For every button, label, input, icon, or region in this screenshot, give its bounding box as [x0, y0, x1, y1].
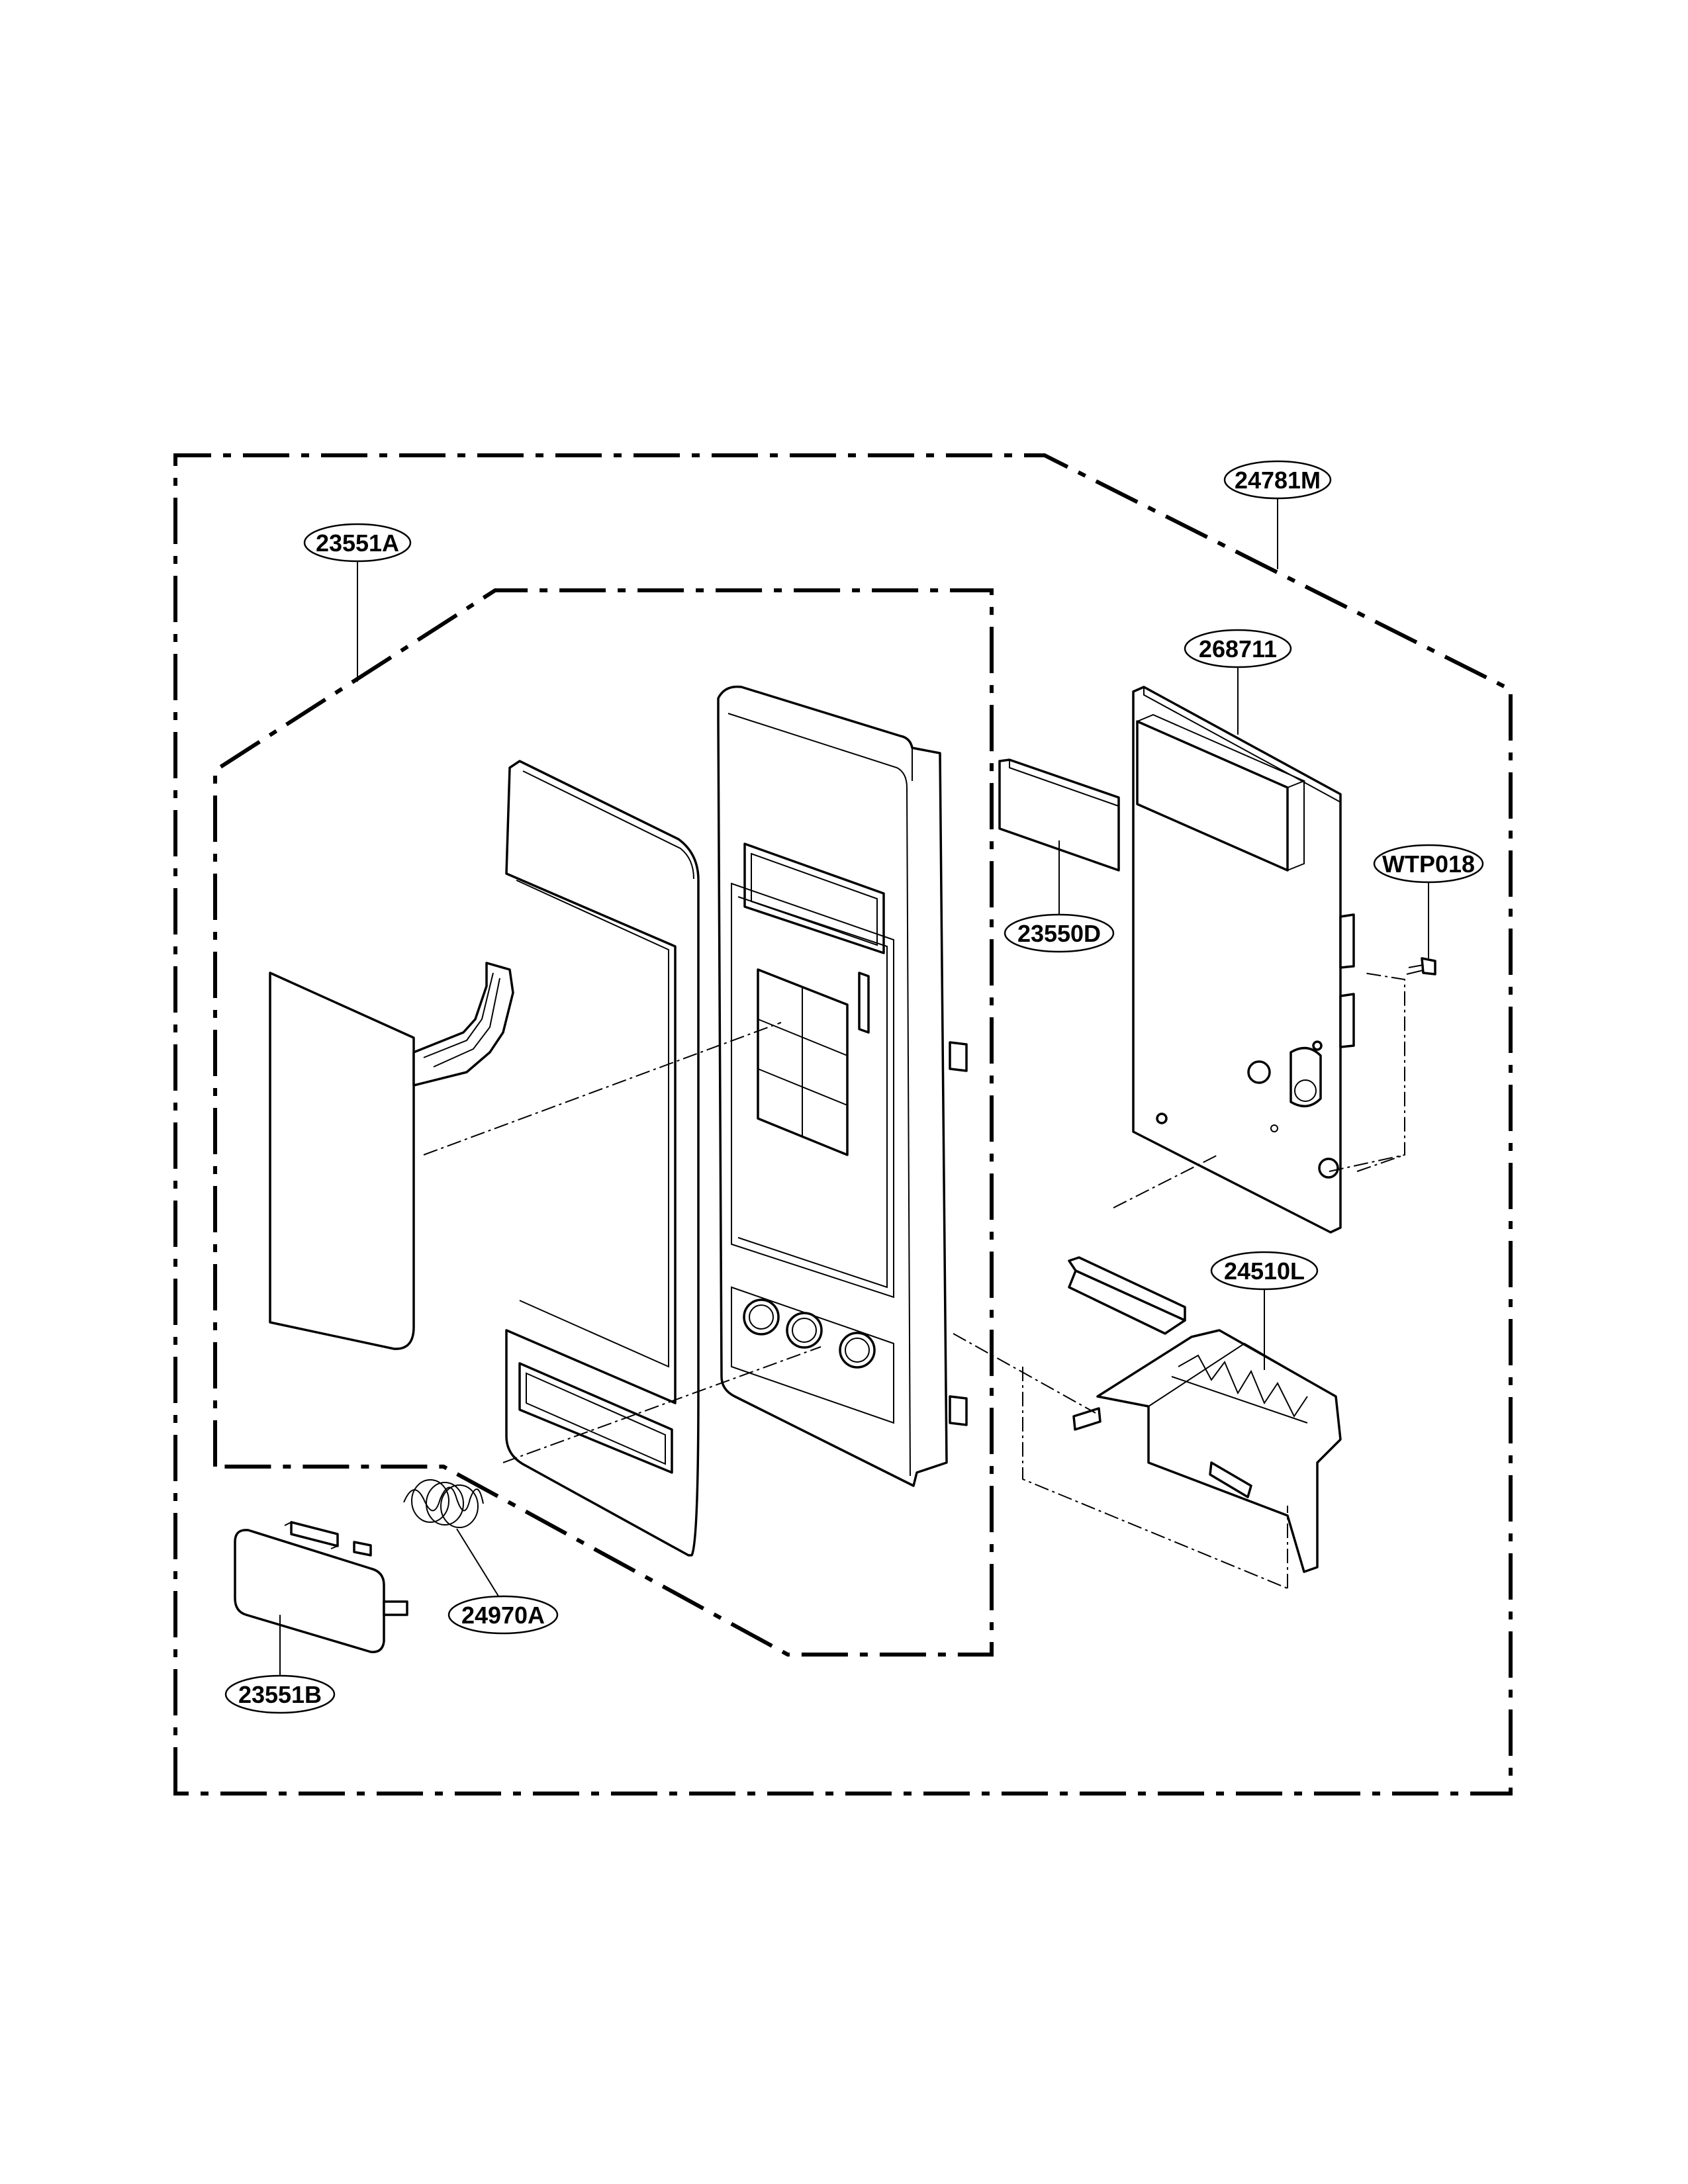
alignment-lines: [423, 972, 1405, 1589]
callout-23550D: 23550D: [1004, 913, 1115, 953]
pcb-board: [1132, 686, 1355, 1234]
label-23551B: 23551B: [238, 1681, 322, 1708]
label-24781M: 24781M: [1235, 467, 1321, 494]
leader-lines: [279, 498, 1429, 1676]
outer-assembly-boundary: [173, 453, 1513, 1796]
door-button: [234, 1521, 408, 1653]
callout-24781M: 24781M: [1223, 460, 1332, 500]
label-23550D: 23550D: [1017, 920, 1101, 947]
control-panel-housing: [717, 685, 968, 1487]
membrane-keypad: [269, 962, 514, 1350]
spring: [403, 1479, 484, 1528]
screw: [1406, 957, 1436, 976]
callout-24970A: 24970A: [447, 1595, 559, 1635]
latch-lever: [1068, 1256, 1342, 1573]
inner-panel-boundary: [213, 588, 994, 1657]
door-frame: [505, 760, 700, 1557]
label-WTP018: WTP018: [1382, 850, 1475, 878]
label-23551A: 23551A: [316, 529, 399, 557]
callout-23551B: 23551B: [224, 1674, 336, 1714]
display-window-part: [998, 758, 1120, 872]
callout-268711: 268711: [1184, 629, 1292, 668]
callout-23551A: 23551A: [303, 523, 412, 563]
label-24970A: 24970A: [461, 1602, 545, 1629]
label-268711: 268711: [1199, 635, 1277, 662]
callout-WTP018: WTP018: [1373, 844, 1484, 884]
callout-24510L: 24510L: [1210, 1251, 1319, 1291]
label-24510L: 24510L: [1224, 1257, 1305, 1285]
